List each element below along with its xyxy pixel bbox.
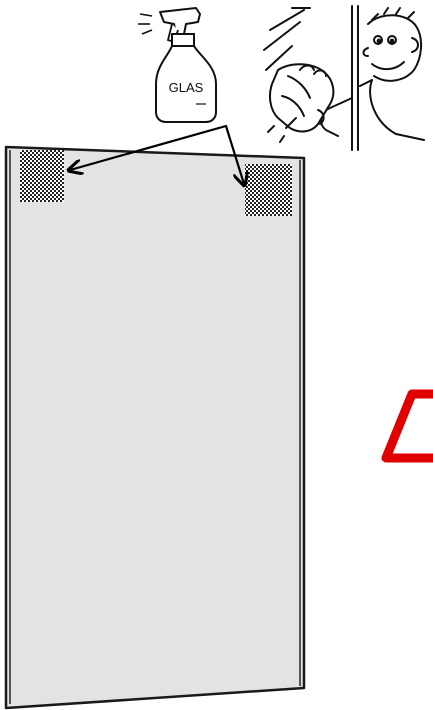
- mirror-panel: [6, 147, 304, 708]
- adhesive-pad-left: [20, 150, 64, 202]
- spray-bottle-label: GLAS: [169, 80, 204, 95]
- spray-bottle-icon: [138, 8, 216, 122]
- person-wiping-glass-icon: [264, 6, 424, 150]
- warning-triangle-icon: [386, 394, 433, 458]
- adhesive-pad-right: [245, 164, 292, 216]
